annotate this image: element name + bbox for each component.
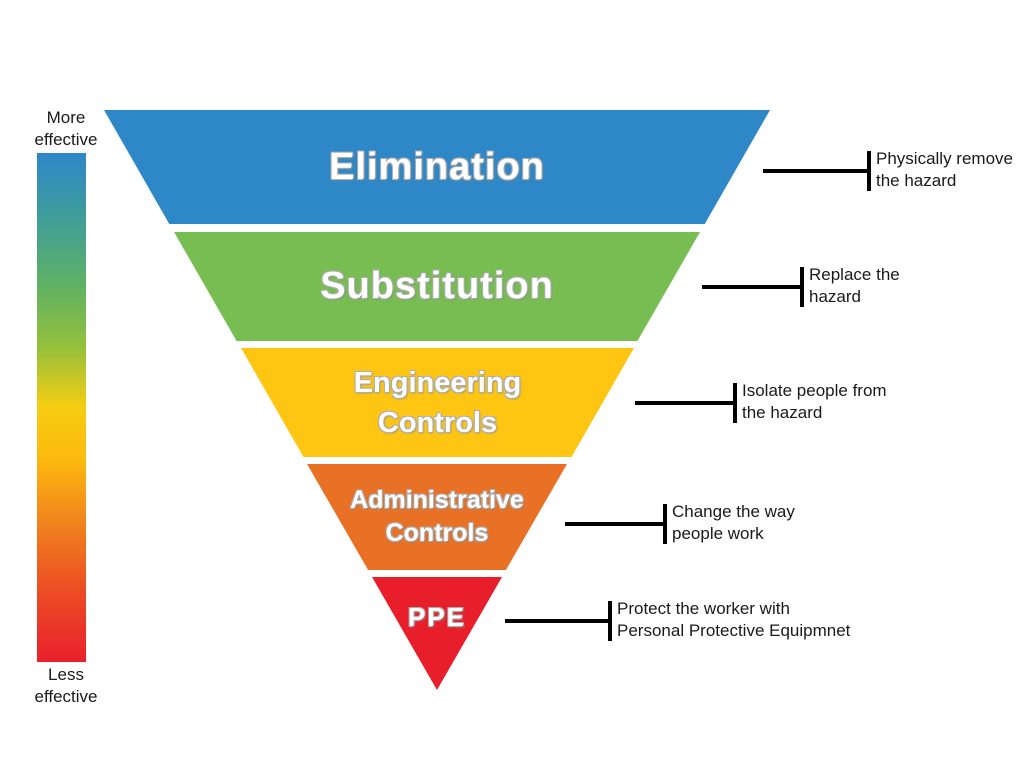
level-engineering-controls-band: Engineering Controls — [241, 348, 634, 457]
callout-substitution-text-line1: Replace the — [809, 265, 900, 284]
callout-engineering-text-line1: Isolate people from — [742, 381, 887, 400]
callout-elimination-text-line1: Physically remove — [876, 149, 1013, 168]
level-elimination-label: Elimination — [329, 145, 545, 188]
callout-substitution-tick — [800, 267, 804, 307]
level-ppe-label: PPE — [407, 602, 467, 632]
callout-ppe-text: Protect the worker with Personal Protect… — [617, 598, 850, 642]
administrative-label-line1: Administrative — [350, 486, 524, 514]
callout-administrative-tick — [663, 504, 667, 544]
callout-administrative-text-line2: people work — [672, 524, 764, 543]
callout-engineering-tick — [733, 383, 737, 423]
callout-administrative-line — [565, 522, 663, 526]
level-administrative-controls-label: Administrative Controls — [350, 484, 524, 550]
callout-elimination-line — [763, 169, 867, 173]
callout-substitution-text-line2: hazard — [809, 287, 861, 306]
callout-ppe-text-line2: Personal Protective Equipmnet — [617, 621, 851, 640]
callout-engineering-line — [635, 401, 733, 405]
callout-elimination-text-line2: the hazard — [876, 171, 957, 190]
engineering-label-line1: Engineering — [353, 366, 522, 399]
less-effective-line2: effective — [34, 687, 98, 706]
level-elimination-band: Elimination — [104, 110, 770, 224]
less-effective-line1: Less — [48, 665, 84, 684]
callout-substitution-text: Replace the hazard — [809, 264, 900, 308]
callout-administrative-text: Change the way people work — [672, 501, 795, 545]
callout-substitution-line — [702, 285, 800, 289]
callout-elimination-tick — [867, 151, 871, 191]
callout-engineering-text-line2: the hazard — [742, 403, 823, 422]
callout-ppe-line — [505, 619, 608, 623]
callout-administrative-text-line1: Change the way — [672, 502, 795, 521]
callout-ppe-tick — [608, 601, 612, 641]
engineering-label-line2: Controls — [377, 406, 498, 439]
level-substitution-label: Substitution — [320, 265, 554, 307]
callout-ppe-text-line1: Protect the worker with — [617, 599, 790, 618]
administrative-label-line2: Controls — [385, 519, 489, 547]
less-effective-label: Less effective — [6, 664, 126, 708]
effectiveness-gradient-bar — [37, 153, 86, 662]
more-effective-label: More effective — [6, 107, 126, 151]
more-effective-line1: More — [46, 108, 86, 127]
callout-elimination-text: Physically remove the hazard — [876, 148, 1013, 192]
level-substitution-band: Substitution — [174, 232, 700, 341]
more-effective-line2: effective — [34, 130, 98, 149]
level-ppe-band: PPE — [372, 577, 502, 690]
level-administrative-controls-band: Administrative Controls — [307, 464, 567, 570]
callout-engineering-text: Isolate people from the hazard — [742, 380, 887, 424]
level-engineering-controls-label: Engineering Controls — [354, 363, 522, 443]
